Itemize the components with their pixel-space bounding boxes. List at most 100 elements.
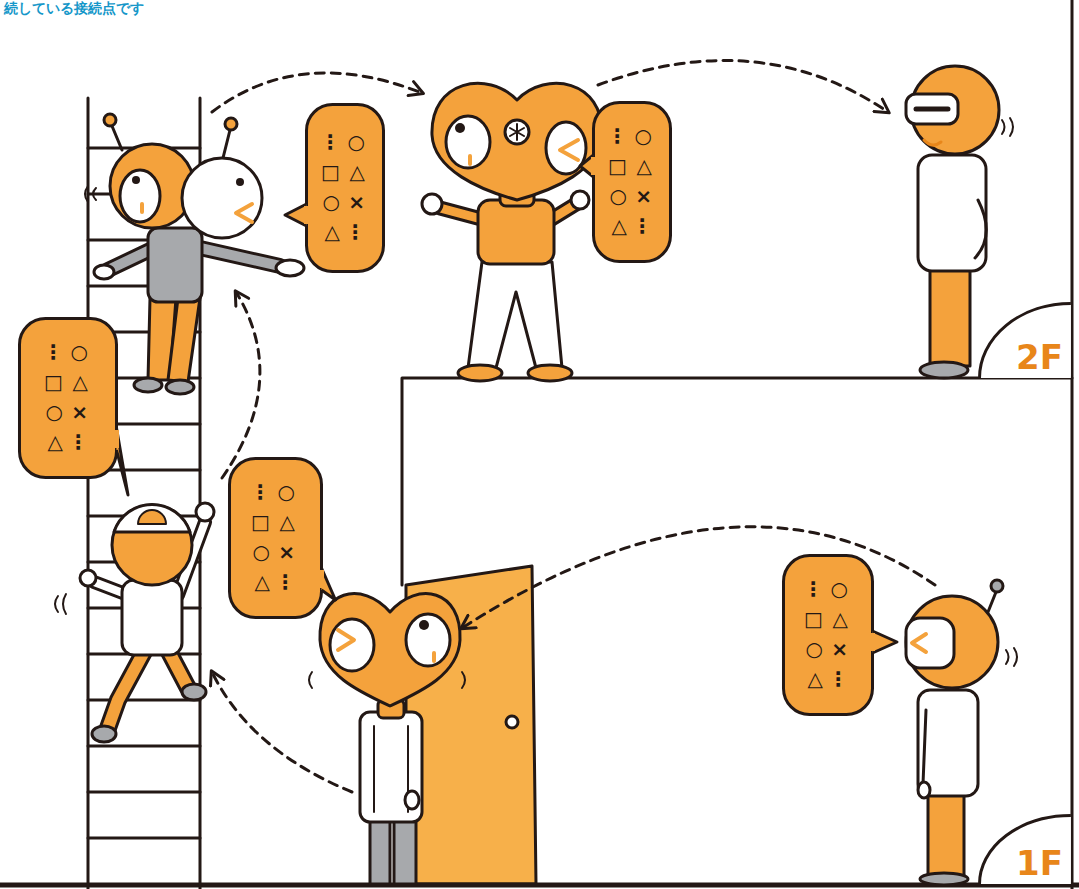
figure-2f-middle-part bbox=[432, 83, 602, 200]
bubble-joint bbox=[319, 570, 324, 588]
figure-1f-right-part bbox=[912, 634, 926, 652]
bubble-body bbox=[307, 105, 384, 272]
speech-symbols: ○△×⋮⋮□○△ bbox=[325, 127, 365, 249]
figure-ladder-top-part bbox=[148, 228, 202, 302]
figure-door-part bbox=[432, 653, 436, 661]
figure-ladder-bottom-part bbox=[108, 650, 188, 728]
figure-ladder-top-part bbox=[236, 178, 244, 186]
figure-2f-middle-part bbox=[455, 123, 465, 133]
speech-bubble: ○△×⋮⋮□○△ bbox=[305, 103, 385, 273]
figure-2f-middle-part bbox=[422, 194, 442, 214]
figure-2f-middle-part bbox=[510, 124, 524, 140]
bubble-outline bbox=[592, 101, 672, 263]
figure-door-part bbox=[419, 620, 429, 630]
figure-door bbox=[309, 594, 465, 884]
figure-ladder-top-part bbox=[140, 204, 144, 212]
message-arrows-part bbox=[212, 73, 422, 112]
speech-bubble: ○△×⋮⋮□○△ bbox=[592, 101, 672, 263]
speech-bubble: ○△×⋮⋮□○△ bbox=[228, 457, 323, 619]
figure-ladder-top-part bbox=[182, 158, 262, 238]
floor-label: 1F bbox=[1016, 846, 1063, 880]
figure-ladder-top-part bbox=[112, 126, 122, 150]
figure-ladder-bottom-part bbox=[182, 684, 206, 700]
figure-ladder-bottom bbox=[55, 503, 214, 742]
figure-2f-middle-part bbox=[571, 191, 589, 209]
badge-arc bbox=[980, 304, 1071, 379]
figure-1f-right-part bbox=[923, 710, 926, 784]
message-arrows-part bbox=[212, 672, 352, 792]
figure-1f-right-part bbox=[906, 596, 998, 688]
speech-bubble: ○△×⋮⋮□○△ bbox=[18, 317, 118, 479]
message-arrows bbox=[212, 61, 935, 792]
bubble-outline bbox=[228, 457, 323, 619]
figure-door-part bbox=[320, 594, 460, 706]
ladder-part bbox=[88, 745, 200, 748]
figure-2f-middle-part bbox=[446, 116, 490, 168]
figure-1f-right-part bbox=[988, 592, 996, 612]
heading-fragment: 続している接続点です bbox=[4, 0, 144, 18]
figure-2f-middle bbox=[422, 83, 602, 381]
figure-ladder-top-part bbox=[94, 265, 114, 279]
bubble-joint bbox=[114, 430, 119, 448]
figure-ladder-bottom-part bbox=[138, 510, 166, 524]
figure-ladder-top-part bbox=[200, 248, 280, 266]
badge-fill bbox=[978, 302, 1071, 378]
building-part bbox=[402, 378, 1072, 585]
figure-ladder-bottom-part bbox=[196, 503, 214, 521]
floor-label: 2F bbox=[1016, 340, 1063, 374]
figure-ladder-top-part bbox=[104, 114, 116, 126]
figure-2f-middle-part bbox=[560, 140, 578, 160]
figure-door-part bbox=[394, 818, 416, 884]
bubble-outline bbox=[18, 317, 118, 479]
figure-ladder-top-part bbox=[110, 144, 194, 228]
figure-ladder-top-part bbox=[236, 204, 252, 222]
figure-ladder-bottom-part bbox=[80, 570, 96, 586]
building-part bbox=[406, 566, 536, 884]
building-part bbox=[506, 716, 518, 728]
figure-2f-right-part bbox=[916, 107, 948, 112]
speech-bubble: ○△×⋮⋮□○△ bbox=[782, 554, 874, 716]
speech-symbols: ○△×⋮⋮□○△ bbox=[612, 121, 652, 243]
figure-2f-middle-part bbox=[528, 365, 572, 381]
floor-badge: 1F bbox=[978, 814, 1071, 884]
figure-ladder-bottom-part bbox=[112, 505, 192, 585]
figure-ladder-bottom-part bbox=[114, 504, 190, 532]
figure-1f-right-part bbox=[918, 782, 930, 798]
figure-2f-middle-part bbox=[505, 120, 529, 144]
figure-ladder-top-part bbox=[225, 118, 237, 130]
figure-door-part bbox=[330, 619, 374, 671]
building-part bbox=[0, 883, 1079, 888]
figure-door-part bbox=[338, 630, 354, 650]
ladder-part bbox=[88, 837, 200, 840]
figure-ladder-top-part bbox=[108, 250, 150, 270]
bubble-body bbox=[20, 319, 117, 478]
bubble-body bbox=[784, 556, 873, 715]
figure-ladder-bottom-part bbox=[122, 580, 182, 655]
figure-ladder-top-part bbox=[132, 176, 140, 184]
figure-ladder-top-part bbox=[166, 380, 194, 394]
figure-2f-middle-part bbox=[458, 365, 502, 381]
speech-symbols: ○△×⋮⋮□○△ bbox=[48, 337, 88, 459]
figure-ladder-top-part bbox=[168, 298, 200, 382]
figure-2f-right-part bbox=[906, 94, 958, 124]
bubble-tail bbox=[285, 204, 307, 226]
figure-ladder-top-part bbox=[120, 170, 160, 222]
bubble-body bbox=[229, 459, 321, 618]
figure-2f-middle-part bbox=[468, 262, 562, 368]
floor-badge: 2F bbox=[978, 302, 1071, 378]
ladder-part bbox=[88, 699, 200, 702]
figure-ladder-top-part bbox=[276, 260, 304, 276]
figure-2f-right-part bbox=[920, 362, 968, 378]
figure-2f-right-part bbox=[918, 155, 986, 271]
figure-1f-right-part bbox=[918, 690, 978, 796]
bubble-outline bbox=[305, 103, 385, 273]
figure-2f-right-part bbox=[1002, 118, 1013, 136]
figure-2f-middle-part bbox=[468, 156, 472, 164]
bubble-tail bbox=[873, 631, 898, 653]
figure-ladder-bottom-part bbox=[92, 726, 116, 742]
badge-arc bbox=[980, 816, 1071, 885]
figure-door-part bbox=[374, 726, 408, 812]
